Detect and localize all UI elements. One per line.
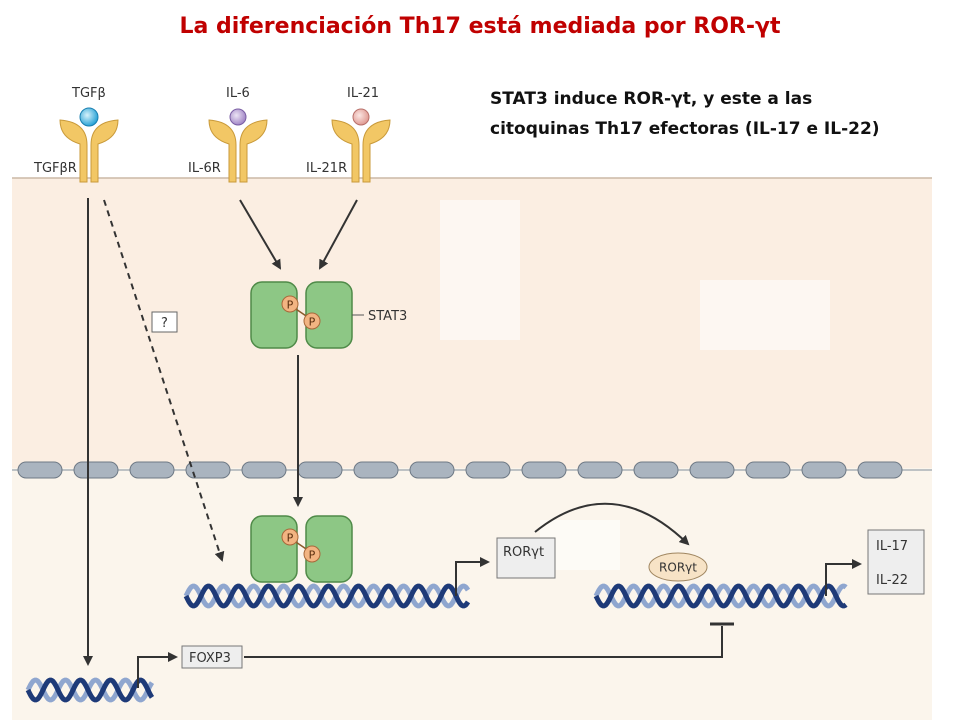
nuclear-pore <box>857 461 903 479</box>
unknown-box <box>151 311 178 333</box>
background-shapes <box>440 200 830 570</box>
dna-strand-foxp3-gene <box>25 677 155 703</box>
rorgt-gene-box <box>496 537 556 579</box>
rorgt-protein-label: RORγt <box>659 561 697 575</box>
nuclear-pore <box>185 461 231 479</box>
rorgt-gene-label: RORγt <box>503 545 544 560</box>
phosphate-icon <box>281 295 299 313</box>
phosphate-label: P <box>309 316 316 329</box>
subtitle-line-2: citoquinas Th17 efectoras (IL-17 e IL-22… <box>490 119 880 139</box>
rorgt-protein <box>648 552 708 582</box>
nuclear-pore <box>577 461 623 479</box>
phosphate-label: P <box>309 549 316 562</box>
il21-receptor-label: IL-21R <box>306 161 347 176</box>
subtitle: STAT3 induce ROR-γt, y este a las citoqu… <box>490 84 950 144</box>
il6-ligand-icon <box>229 108 247 126</box>
foxp3-gene-label: FOXP3 <box>189 651 231 666</box>
nuclear-pore <box>409 461 455 479</box>
il6-receptor-label: IL-6R <box>188 161 221 176</box>
stat3-dimer-cytoplasm: P P <box>250 281 353 349</box>
nuclear-pore <box>73 461 119 479</box>
rorgt-expression-arrow <box>534 502 690 546</box>
phosphate-icon <box>303 545 321 563</box>
phosphate-icon <box>281 528 299 546</box>
nuclear-pore <box>129 461 175 479</box>
nuclear-pore <box>745 461 791 479</box>
il17-gene-label: IL-17 <box>876 539 908 554</box>
subtitle-line-1: STAT3 induce ROR-γt, y este a las <box>490 89 813 109</box>
tgfb-ligand-icon <box>79 107 99 127</box>
nuclear-membrane <box>17 461 903 479</box>
dna-strand-rorgt-gene <box>183 583 471 609</box>
nuclear-pore <box>465 461 511 479</box>
page-title: La diferenciación Th17 está mediada por … <box>179 14 781 39</box>
il21-receptor <box>331 108 391 183</box>
il6-ligand-label: IL-6 <box>226 86 250 101</box>
il6-receptor <box>208 108 268 183</box>
rorgt-transcription-arrow <box>455 557 490 596</box>
il6-to-stat3-arrow <box>239 199 282 270</box>
nuclear-pore <box>633 461 679 479</box>
il22-gene-label: IL-22 <box>876 573 908 588</box>
tgfb-dashed-arrow <box>103 199 225 562</box>
foxp3-transcription-arrow <box>137 652 178 688</box>
nuclear-pore <box>521 461 567 479</box>
stat3-dimer-nucleus: P P <box>250 515 353 583</box>
phosphate-label: P <box>287 532 294 545</box>
foxp3-inhibition-line <box>244 626 723 658</box>
il21-ligand-icon <box>352 108 370 126</box>
unknown-label: ? <box>161 316 168 331</box>
il21-ligand-label: IL-21 <box>347 86 379 101</box>
nuclear-pore <box>801 461 847 479</box>
nuclear-pore <box>241 461 287 479</box>
dna-strand-effector-genes <box>593 583 848 609</box>
effector-transcription-arrow <box>825 559 862 596</box>
nuclear-pore <box>689 461 735 479</box>
nuclear-pore <box>297 461 343 479</box>
nuclear-pore <box>17 461 63 479</box>
tgfb-ligand-label: TGFβ <box>71 86 106 101</box>
nuclear-pore <box>353 461 399 479</box>
phosphate-label: P <box>287 299 294 312</box>
phosphate-icon <box>303 312 321 330</box>
foxp3-gene-box <box>181 645 243 669</box>
tgfb-receptor-label: TGFβR <box>33 161 77 176</box>
il21-to-stat3-arrow <box>319 199 358 270</box>
tgfb-receptor <box>59 107 119 183</box>
stat3-label: STAT3 <box>368 309 407 324</box>
effector-gene-box <box>867 529 925 595</box>
